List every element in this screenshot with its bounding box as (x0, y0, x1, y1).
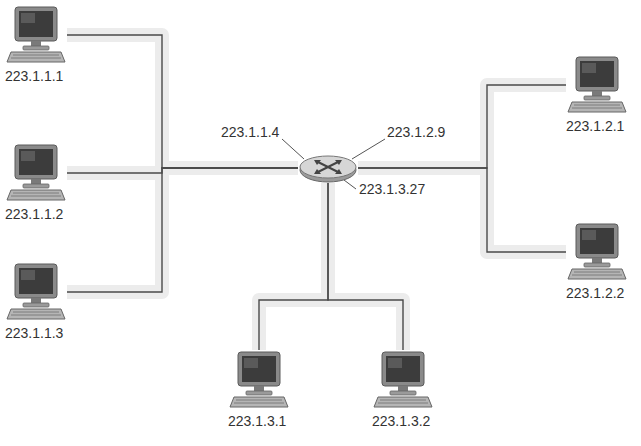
computer-icon (566, 55, 628, 115)
network-link (358, 85, 566, 168)
leader-line (352, 139, 385, 159)
link-halo (358, 168, 566, 252)
interface-address: 223.1.2.9 (386, 124, 446, 140)
link-halo (67, 168, 298, 292)
host-computer: 223.1.2.1 (566, 55, 628, 134)
host-computer: 223.1.3.2 (372, 350, 434, 429)
host-computer: 223.1.1.3 (5, 262, 67, 341)
link-line (358, 85, 566, 168)
router: 223.1.1.4223.1.2.9223.1.3.27 (298, 153, 358, 183)
host-address: 223.1.2.2 (566, 285, 628, 301)
computer-icon (566, 222, 628, 282)
link-halo (358, 85, 566, 168)
link-line (67, 168, 298, 173)
interface-address: 223.1.1.4 (220, 124, 280, 140)
network-link (328, 183, 403, 350)
computer-icon (228, 350, 290, 410)
host-computer: 223.1.3.1 (228, 350, 290, 429)
host-address: 223.1.1.3 (5, 325, 67, 341)
link-line (328, 183, 403, 350)
link-line (358, 168, 566, 252)
link-halo (67, 35, 298, 168)
link-line (67, 35, 298, 168)
interface-address: 223.1.3.27 (358, 181, 426, 197)
network-link (358, 168, 566, 252)
link-halo (259, 183, 328, 350)
link-line (259, 183, 328, 350)
network-link (67, 168, 298, 173)
computer-icon (5, 262, 67, 322)
link-halo (328, 183, 403, 350)
router-symbol (298, 153, 358, 183)
host-computer: 223.1.1.2 (5, 143, 67, 222)
host-computer: 223.1.1.1 (5, 5, 67, 84)
network-link (67, 168, 298, 292)
network-link (67, 35, 298, 168)
link-halo (358, 85, 566, 168)
computer-icon (5, 143, 67, 203)
leader-line (282, 139, 304, 159)
host-address: 223.1.1.1 (5, 68, 67, 84)
computer-icon (5, 5, 67, 65)
link-halo (67, 168, 298, 173)
host-address: 223.1.3.1 (228, 413, 290, 429)
computer-icon (372, 350, 434, 410)
link-halo (358, 168, 566, 252)
link-line (67, 168, 298, 292)
leader-line (344, 180, 356, 189)
halo-group (67, 35, 566, 350)
link-halo (259, 183, 328, 350)
host-address: 223.1.2.1 (566, 118, 628, 134)
link-halo (67, 168, 298, 292)
network-link (259, 183, 328, 350)
host-address: 223.1.1.2 (5, 206, 67, 222)
link-halo (328, 183, 403, 350)
host-computer: 223.1.2.2 (566, 222, 628, 301)
host-address: 223.1.3.2 (372, 413, 434, 429)
link-halo (67, 35, 298, 168)
